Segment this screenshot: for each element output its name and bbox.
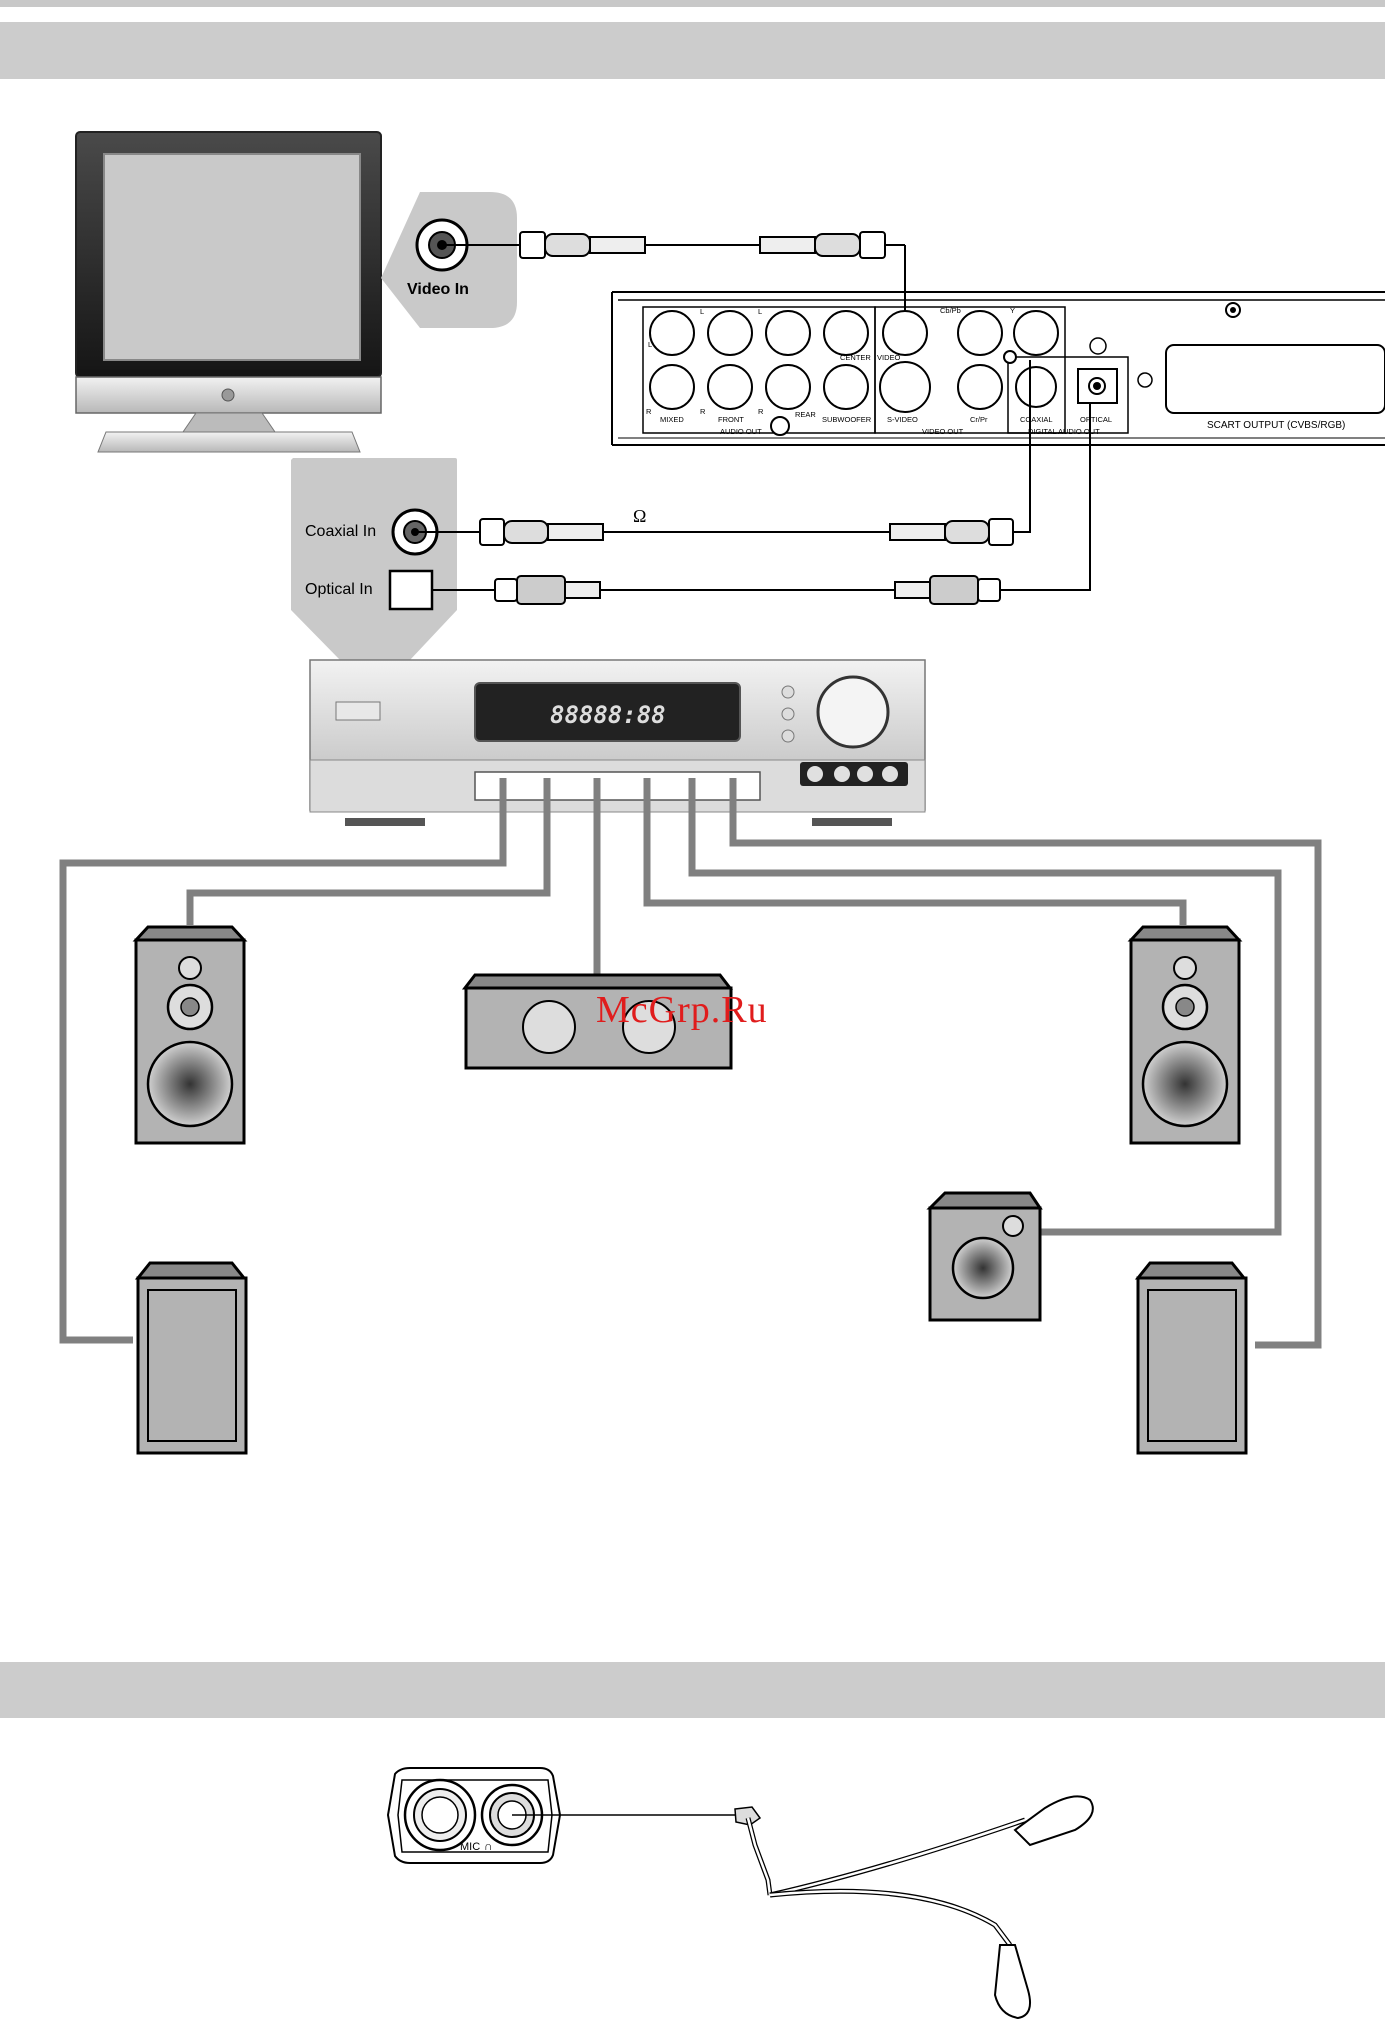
coaxial-in-label: Coaxial In [305, 523, 376, 540]
subwoofer [930, 1193, 1040, 1320]
receiver-input-callout: Coaxial In Optical In [291, 458, 457, 660]
optical-in-label: Optical In [305, 581, 373, 598]
svg-text:COAXIAL: COAXIAL [1020, 415, 1053, 424]
svg-text:L: L [758, 307, 762, 316]
svg-text:CENTER: CENTER [840, 353, 871, 362]
volume-knob [818, 677, 888, 747]
svg-text:Cr/Pr: Cr/Pr [970, 415, 988, 424]
svg-text:AUDIO OUT: AUDIO OUT [720, 427, 762, 436]
dvd-rear-panel: L L L Cb/Pb Y CENTER VIDEO R R R MIXED F… [612, 292, 1385, 445]
svg-text:L: L [700, 307, 704, 316]
svg-text:R: R [758, 407, 764, 416]
svg-text:REAR: REAR [795, 410, 816, 419]
svg-text:SCART OUTPUT (CVBS/RGB): SCART OUTPUT (CVBS/RGB) [1207, 420, 1345, 431]
rear-left-speaker [138, 1263, 246, 1453]
svg-text:SUBWOOFER: SUBWOOFER [822, 415, 872, 424]
svg-text:R: R [646, 407, 652, 416]
tv-screen [104, 154, 360, 360]
video-in-label: Video In [407, 281, 469, 298]
av-receiver: 88888:88 [310, 660, 925, 826]
optical-in-jack [390, 571, 432, 609]
svg-text:∩: ∩ [484, 1839, 493, 1853]
svg-text:88888:88: 88888:88 [550, 701, 666, 729]
svg-text:FRONT: FRONT [718, 415, 744, 424]
svg-text:L: L [648, 340, 652, 349]
tv-monitor [76, 132, 381, 452]
svg-text:S-VIDEO: S-VIDEO [887, 415, 918, 424]
svg-text:OPTICAL: OPTICAL [1080, 415, 1112, 424]
svg-text:Cb/Pb: Cb/Pb [940, 306, 961, 315]
rear-right-speaker [1138, 1263, 1246, 1453]
scart-connector [1166, 345, 1385, 413]
impedance-omega: Ω [633, 506, 646, 526]
svg-text:Y: Y [1010, 306, 1015, 315]
svg-text:MIXED: MIXED [660, 415, 684, 424]
earphones [512, 1796, 1093, 2018]
video-in-callout: Video In [381, 192, 517, 328]
watermark: McGrp.Ru [596, 988, 768, 1032]
front-left-speaker [136, 927, 244, 1143]
svg-text:MIC: MIC [460, 1841, 480, 1853]
svg-text:VIDEO: VIDEO [877, 353, 901, 362]
svg-text:R: R [700, 407, 706, 416]
front-right-speaker [1131, 927, 1239, 1143]
svg-text:VIDEO OUT: VIDEO OUT [922, 427, 964, 436]
